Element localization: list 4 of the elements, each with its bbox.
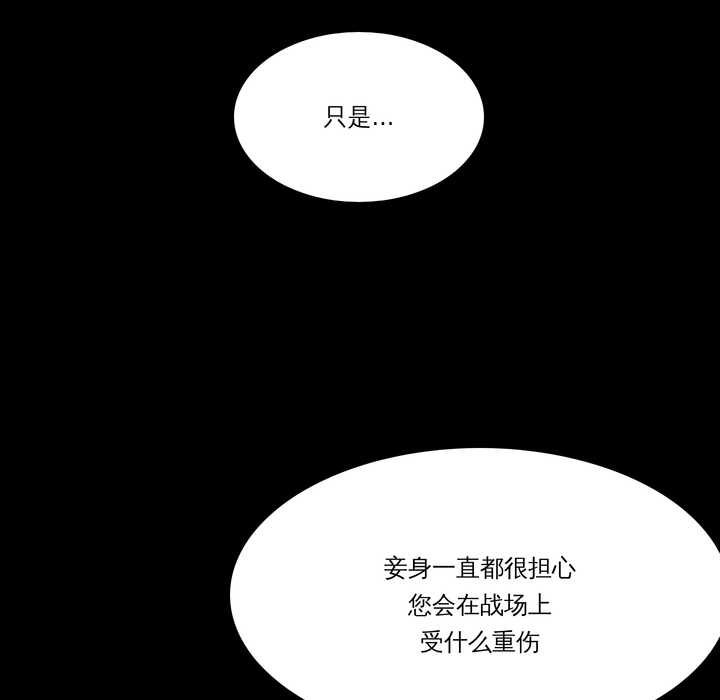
speech-text: 只是... [324, 102, 394, 133]
speech-bubble [230, 448, 720, 700]
speech-bubble [234, 32, 485, 203]
speech-text: 妾身一直都很担心您会在战场上受什么重伤 [384, 553, 576, 658]
